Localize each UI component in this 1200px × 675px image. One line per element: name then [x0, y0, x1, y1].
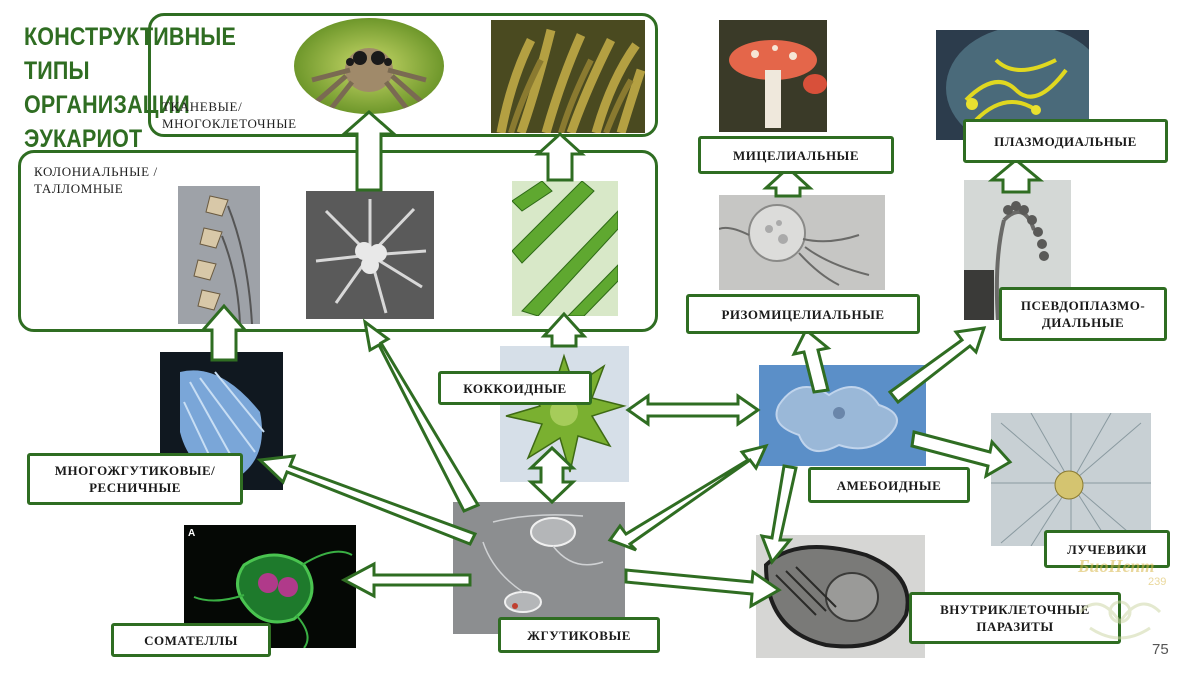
panel-mark-a: A	[188, 528, 196, 539]
colonial-group-label: КОЛОНИАЛЬНЫЕ /ТАЛЛОМНЫЕ	[34, 164, 158, 196]
watermark-text: БиоНепт	[1078, 556, 1155, 576]
rhizomycelium-photo	[719, 195, 885, 290]
label-pseudoplasmodial: ПСЕВДОПЛАЗМО- ДИАЛЬНЫЕ	[999, 287, 1167, 341]
label-multiflagellate: МНОГОЖГУТИКОВЫЕ/ РЕСНИЧНЫЕ	[27, 453, 243, 505]
label-flagellate: ЖГУТИКОВЫЕ	[498, 617, 660, 653]
volvox-sem-photo	[306, 191, 434, 319]
watermark-logo: БиоНепт 239	[1060, 552, 1180, 647]
arrow-flagellate-amoeboid	[607, 443, 769, 552]
label-mycelial: МИЦЕЛИАЛЬНЫЕ	[698, 136, 894, 174]
label-rhizomycelial: РИЗОМИЦЕЛИАЛЬНЫЕ	[686, 294, 920, 334]
tissue-group-label: ТКАНЕВЫЕ/ МНОГОКЛЕТОЧНЫЕ	[162, 99, 297, 131]
flagellates-photo	[453, 502, 625, 634]
arrow-flagellate-to-colonial	[362, 318, 481, 513]
label-coccoid: КОККОИДНЫЕ	[438, 371, 592, 405]
arrow-coccoid-amoeboid	[625, 393, 761, 427]
label-amoeboid: АМЕБОИДНЫЕ	[808, 467, 970, 503]
label-somatella: СОМАТЕЛЛЫ	[111, 623, 271, 657]
radiolarian-photo	[991, 413, 1151, 546]
seaweed-photo	[491, 20, 645, 133]
page-number: 75	[1152, 641, 1169, 658]
mushroom-photo	[719, 20, 827, 132]
label-intracellular: ВНУТРИКЛЕТОЧНЫЕ ПАРАЗИТЫ	[909, 592, 1121, 644]
diatom-colony-photo	[178, 186, 260, 324]
label-plasmodial: ПЛАЗМОДИАЛЬНЫЕ	[963, 119, 1168, 163]
slide-title: КОНСТРУКТИВНЫЕ ТИПЫ ОРГАНИЗАЦИИ ЭУКАРИОТ	[24, 23, 237, 153]
micrasterias-photo	[500, 346, 629, 482]
tissue-group-frame	[148, 13, 658, 137]
spirogyra-photo	[512, 181, 618, 316]
intracellular-parasite-photo	[756, 535, 925, 658]
watermark-number: 239	[1148, 576, 1167, 588]
arrow-flagellate-to-somatella	[340, 561, 472, 599]
label-radiolaria: ЛУЧЕВИКИ	[1044, 530, 1170, 568]
spider-photo	[294, 18, 444, 114]
amoeba-photo	[759, 365, 926, 466]
colonial-group-frame	[18, 150, 658, 332]
